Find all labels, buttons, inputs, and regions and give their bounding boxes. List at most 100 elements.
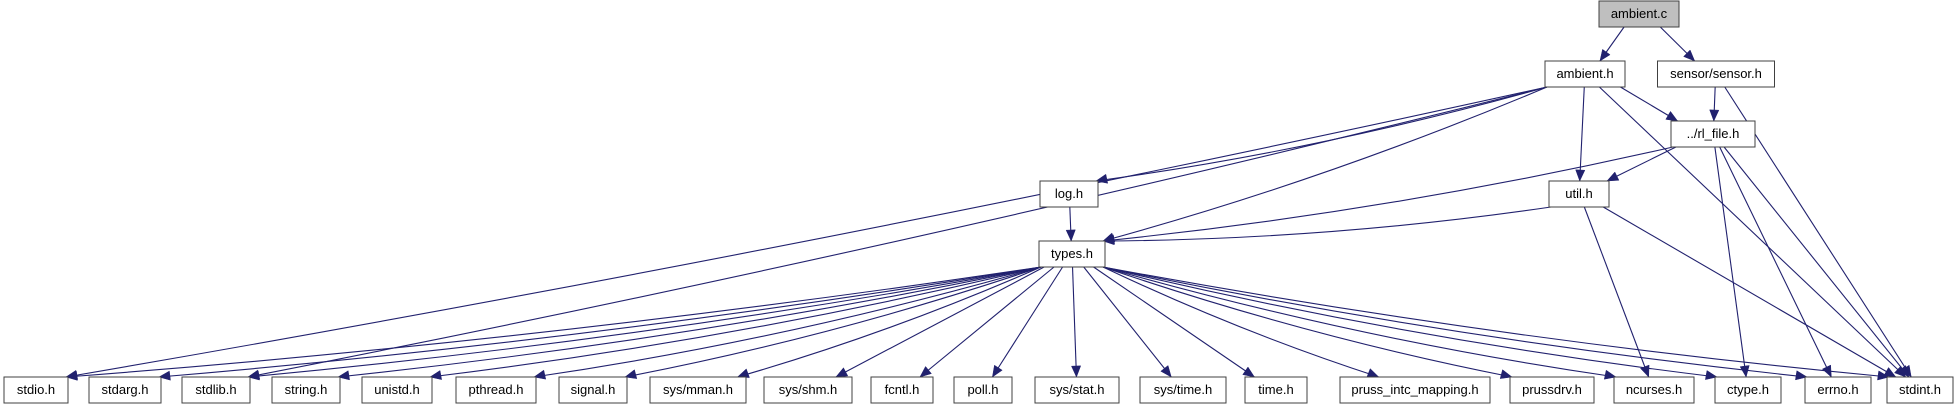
node-box-sys_shm_h[interactable] [763, 376, 853, 404]
node-stdio_h[interactable]: stdio.h [3, 376, 69, 404]
node-unistd_h[interactable]: unistd.h [361, 376, 433, 404]
node-box-fcntl_h[interactable] [870, 376, 934, 404]
node-poll_h[interactable]: poll.h [953, 376, 1013, 404]
node-box-signal_h[interactable] [558, 376, 628, 404]
node-string_h[interactable]: string.h [271, 376, 341, 404]
node-box-sys_mman_h[interactable] [649, 376, 747, 404]
node-ncurses_h[interactable]: ncurses.h [1613, 376, 1695, 404]
node-ambient_h[interactable]: ambient.h [1544, 60, 1626, 88]
edge-types_h-to-sys_stat_h [1071, 266, 1078, 378]
node-box-sensor_sensor_h[interactable] [1657, 60, 1775, 88]
node-box-stdlib_h[interactable] [181, 376, 251, 404]
node-box-prussdrv_h[interactable] [1509, 376, 1595, 404]
edge-arrowhead [835, 367, 849, 378]
edge-arrowhead [1603, 369, 1617, 380]
edge-types_h-to-fcntl_h [919, 266, 1055, 378]
node-box-pthread_h[interactable] [455, 376, 537, 404]
node-fcntl_h[interactable]: fcntl.h [870, 376, 934, 404]
edge-types_h-to-stdio_h [65, 266, 1042, 378]
node-box-poll_h[interactable] [953, 376, 1013, 404]
edge-util_h-to-types_h [1102, 206, 1552, 242]
edge-util_h-to-stdint_h [1602, 206, 1897, 378]
edge-arrowhead [1705, 370, 1718, 380]
edge-rl_file_h-to-errno_h [1719, 146, 1832, 378]
edge-types_h-to-sys_mman_h [737, 266, 1042, 378]
edge-types_h-to-poll_h [991, 266, 1064, 378]
edge-ambient_h-to-stdlib_h [247, 86, 1548, 378]
edge-rl_file_h-to-stdint_h [1723, 146, 1910, 378]
edge-arrowhead [1665, 110, 1679, 122]
node-ctype_h[interactable]: ctype.h [1714, 376, 1782, 404]
node-box-stdio_h[interactable] [3, 376, 69, 404]
edge-types_h-to-time_h [1093, 266, 1255, 378]
node-types_h[interactable]: types.h [1038, 240, 1106, 268]
edge-arrowhead [1599, 48, 1611, 62]
node-sys_mman_h[interactable]: sys/mman.h [649, 376, 747, 404]
node-box-ambient_h[interactable] [1544, 60, 1626, 88]
node-sensor_sensor_h[interactable]: sensor/sensor.h [1657, 60, 1775, 88]
node-box-errno_h[interactable] [1804, 376, 1872, 404]
edge-types_h-to-unistd_h [429, 266, 1042, 378]
edge-types_h-to-sys_shm_h [835, 266, 1045, 378]
node-box-types_h[interactable] [1038, 240, 1106, 268]
node-log_h[interactable]: log.h [1039, 180, 1099, 208]
edge-arrowhead [1366, 368, 1380, 378]
node-util_h[interactable]: util.h [1548, 180, 1610, 208]
edge-arrowhead [1242, 366, 1255, 378]
edge-rl_file_h-to-util_h [1606, 146, 1677, 182]
node-ambient_c[interactable]: ambient.c [1598, 0, 1680, 28]
node-prussdrv_h[interactable]: prussdrv.h [1509, 376, 1595, 404]
node-box-string_h[interactable] [271, 376, 341, 404]
node-box-ambient_c[interactable] [1598, 0, 1680, 28]
edge-arrowhead [1606, 171, 1620, 182]
edge-arrowhead [1709, 109, 1720, 122]
node-stdlib_h[interactable]: stdlib.h [181, 376, 251, 404]
node-pthread_h[interactable]: pthread.h [455, 376, 537, 404]
edge-types_h-to-errno_h [1102, 266, 1808, 378]
edge-types_h-to-stdlib_h [247, 266, 1042, 378]
node-box-ncurses_h[interactable] [1613, 376, 1695, 404]
node-box-ctype_h[interactable] [1714, 376, 1782, 404]
node-box-sys_time_h[interactable] [1139, 376, 1227, 404]
edge-types_h-to-ctype_h [1102, 266, 1718, 378]
node-box-util_h[interactable] [1548, 180, 1610, 208]
edge-rl_file_h-to-types_h [1102, 146, 1674, 242]
edge-arrowhead [158, 370, 171, 381]
node-box-pruss_intc_h[interactable] [1339, 376, 1491, 404]
edge-arrowhead [1499, 369, 1513, 379]
edge-arrowhead [1739, 365, 1750, 378]
edge-arrowhead [736, 368, 750, 378]
edge-types_h-to-signal_h [624, 266, 1042, 378]
edge-arrowhead [429, 370, 442, 380]
edge-types_h-to-pruss_intc_h [1102, 266, 1379, 378]
edge-arrowhead [1883, 367, 1897, 378]
node-box-time_h[interactable] [1244, 376, 1308, 404]
edge-util_h-to-ncurses_h [1583, 206, 1650, 378]
edge-types_h-to-prussdrv_h [1102, 266, 1513, 378]
node-box-stdarg_h[interactable] [88, 376, 162, 404]
edge-arrowhead [624, 369, 638, 379]
node-stdarg_h[interactable]: stdarg.h [88, 376, 162, 404]
edge-arrowhead [992, 364, 1003, 378]
node-box-log_h[interactable] [1039, 180, 1099, 208]
node-box-rl_file_h[interactable] [1670, 120, 1756, 148]
node-box-unistd_h[interactable] [361, 376, 433, 404]
node-sys_time_h[interactable]: sys/time.h [1139, 376, 1227, 404]
edge-types_h-to-string_h [337, 266, 1042, 378]
node-errno_h[interactable]: errno.h [1804, 376, 1872, 404]
edge-types_h-to-ncurses_h [1102, 266, 1617, 378]
node-box-sys_stat_h[interactable] [1034, 376, 1120, 404]
node-sys_stat_h[interactable]: sys/stat.h [1034, 376, 1120, 404]
node-time_h[interactable]: time.h [1244, 376, 1308, 404]
node-box-stdint_h[interactable] [1886, 376, 1954, 404]
node-rl_file_h[interactable]: ../rl_file.h [1670, 120, 1756, 148]
edge-sensor_sensor_h-to-stdint_h [1724, 86, 1912, 378]
edge-arrowhead [1160, 365, 1172, 378]
node-layer: ambient.c ambient.h sensor/sensor.h ../rl_f… [3, 0, 1954, 404]
node-signal_h[interactable]: signal.h [558, 376, 628, 404]
node-stdint_h[interactable]: stdint.h [1886, 376, 1954, 404]
node-sys_shm_h[interactable]: sys/shm.h [763, 376, 853, 404]
node-pruss_intc_h[interactable]: pruss_intc_mapping.h [1339, 376, 1491, 404]
edge-arrowhead [1877, 370, 1890, 381]
edge-arrowhead [533, 369, 547, 380]
